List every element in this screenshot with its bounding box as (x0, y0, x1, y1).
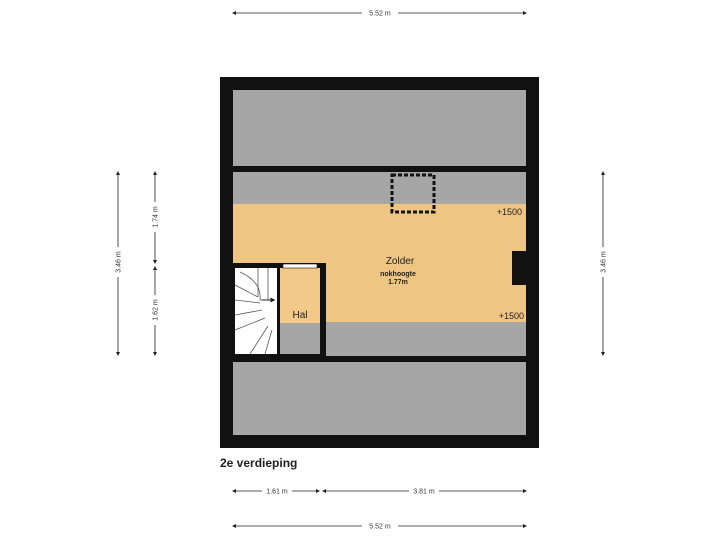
dimension-bottom-right: 3.81 m (322, 486, 527, 496)
roof-slope-top (233, 90, 526, 166)
height-marker-bottom: +1500 (499, 311, 524, 321)
height-marker-top: +1500 (497, 207, 522, 217)
chimney (512, 251, 532, 285)
svg-text:1.62 m: 1.62 m (153, 299, 160, 321)
svg-text:3.46 m: 3.46 m (601, 251, 608, 273)
hal-floor (280, 268, 320, 323)
dimension-left-lower: 1.62 m (150, 266, 160, 356)
zolder-ridge-label: nokhoogte (380, 271, 416, 278)
dimension-left-upper: 1.74 m (150, 171, 160, 264)
dimension-bottom-left: 1.61 m (232, 486, 320, 496)
hal-label: Hal (292, 310, 307, 321)
svg-text:5.52 m: 5.52 m (369, 11, 391, 18)
svg-text:1.61 m: 1.61 m (266, 489, 288, 496)
floor-title: 2e verdieping (220, 456, 298, 470)
dimension-bottom-total: 5.52 m (232, 521, 527, 531)
roof-slope-bottom (233, 362, 526, 435)
hal-door (282, 263, 318, 269)
stair-treads (234, 268, 273, 355)
hal-slope (280, 323, 320, 354)
zolder-ridge-value: 1.77m (388, 279, 408, 286)
dimension-top-total: 5.52 m (232, 8, 527, 18)
skylight (390, 173, 436, 214)
svg-text:5.52 m: 5.52 m (369, 524, 391, 531)
dimension-right-total: 3.46 m (598, 171, 608, 356)
svg-text:3.46 m: 3.46 m (116, 251, 123, 273)
svg-text:1.74 m: 1.74 m (153, 206, 160, 228)
zolder-label: Zolder (386, 256, 415, 267)
svg-text:3.81 m: 3.81 m (413, 489, 435, 496)
dimension-left-total: 3.46 m (113, 171, 123, 356)
